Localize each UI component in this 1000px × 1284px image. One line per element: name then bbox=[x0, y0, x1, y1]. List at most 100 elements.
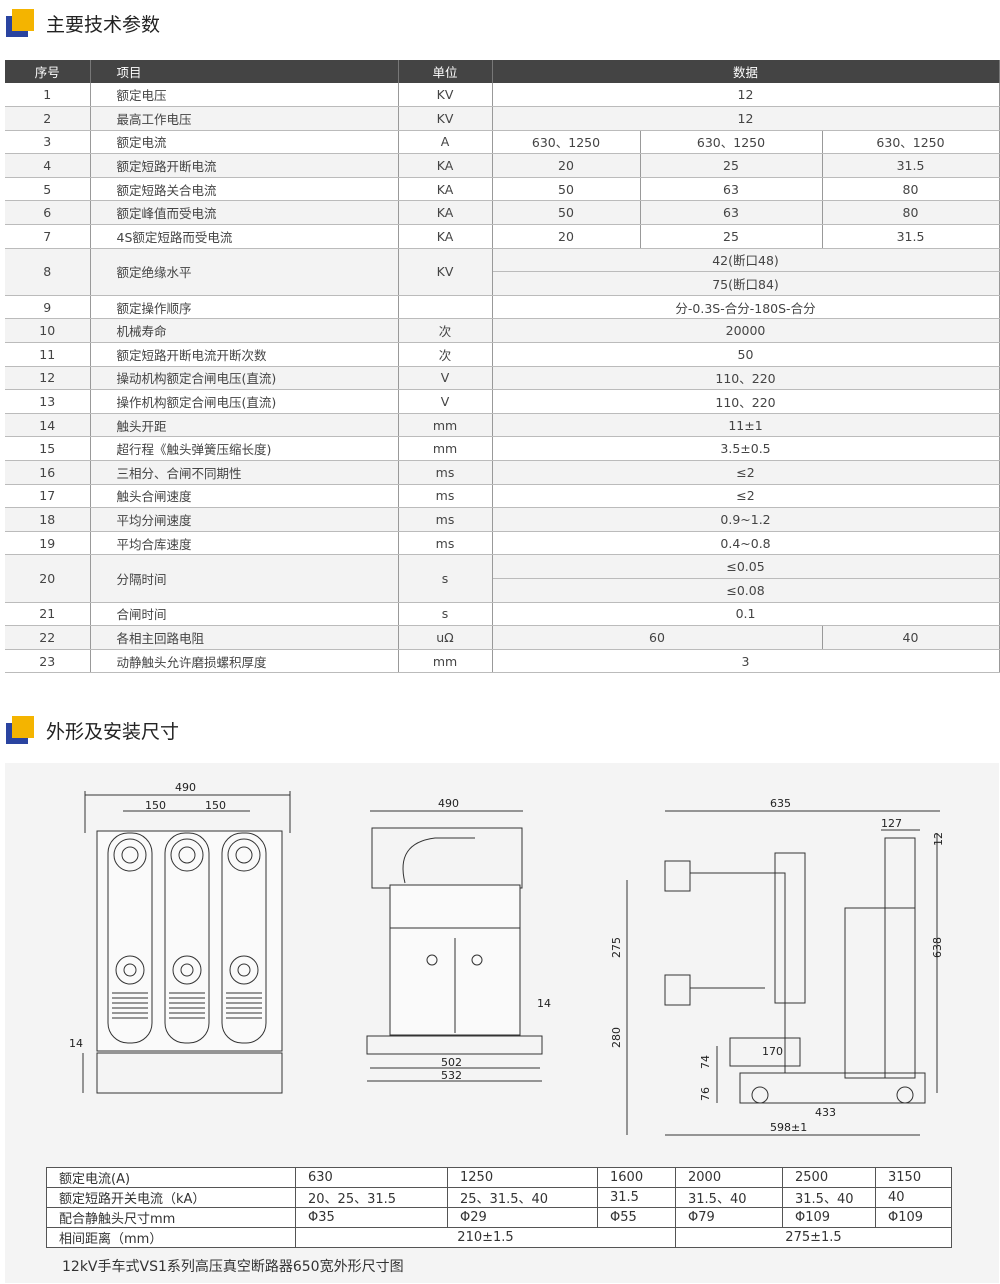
row-unit: ms bbox=[398, 507, 493, 532]
row-item: 合闸时间 bbox=[90, 602, 399, 627]
figure-caption: 12kV手车式VS1系列高压真空断路器650宽外形尺寸图 bbox=[62, 1259, 404, 1275]
dim-label: 490 bbox=[438, 797, 459, 810]
dim-label: 150 bbox=[145, 799, 166, 812]
header-no: 序号 bbox=[5, 60, 91, 83]
section-title: 主要技术参数 bbox=[46, 13, 161, 36]
section-header-specs: 主要技术参数 bbox=[6, 8, 160, 38]
row-unit: ms bbox=[398, 484, 493, 509]
row-number: 16 bbox=[5, 460, 91, 485]
data-value: 110、220 bbox=[492, 366, 1000, 391]
row-label: 额定短路开关电流（kA） bbox=[46, 1187, 296, 1208]
row-number: 4 bbox=[5, 153, 91, 178]
data-value: 50 bbox=[492, 177, 641, 202]
row-item: 操动机构额定合闸电压(直流) bbox=[90, 366, 399, 391]
dim-label: 14 bbox=[69, 1037, 83, 1050]
dim-label: 635 bbox=[770, 797, 791, 810]
dim-label: 170 bbox=[762, 1045, 783, 1058]
data-value: Φ35 bbox=[295, 1207, 448, 1228]
row-number: 22 bbox=[5, 625, 91, 650]
row-unit: uΩ bbox=[398, 625, 493, 650]
dim-label: 598±1 bbox=[770, 1121, 807, 1134]
row-unit: KV bbox=[398, 83, 493, 108]
row-unit: KA bbox=[398, 153, 493, 178]
row-number: 1 bbox=[5, 83, 91, 108]
row-number: 23 bbox=[5, 649, 91, 674]
data-value: 630 bbox=[295, 1167, 448, 1188]
row-number: 13 bbox=[5, 389, 91, 414]
data-value: 75(断口84) bbox=[492, 271, 1000, 296]
row-unit: s bbox=[398, 602, 493, 627]
data-value: 20000 bbox=[492, 318, 1000, 344]
row-number: 12 bbox=[5, 366, 91, 391]
data-value: 20、25、31.5 bbox=[295, 1187, 448, 1208]
row-number: 11 bbox=[5, 342, 91, 367]
row-unit: 次 bbox=[398, 342, 493, 367]
row-item: 最高工作电压 bbox=[90, 106, 399, 131]
row-number: 9 bbox=[5, 295, 91, 320]
section-logo-icon bbox=[6, 9, 36, 37]
row-unit: KA bbox=[398, 177, 493, 202]
row-unit: ms bbox=[398, 531, 493, 556]
data-value: 1250 bbox=[447, 1167, 598, 1188]
row-item: 操作机构额定合闸电压(直流) bbox=[90, 389, 399, 414]
data-value: 630、1250 bbox=[640, 130, 823, 155]
data-value: 0.4~0.8 bbox=[492, 531, 1000, 556]
data-value: 3.5±0.5 bbox=[492, 436, 1000, 461]
row-unit: KV bbox=[398, 248, 493, 296]
data-value: 110、220 bbox=[492, 389, 1000, 414]
row-number: 15 bbox=[5, 436, 91, 461]
row-number: 20 bbox=[5, 554, 91, 603]
data-value: ≤2 bbox=[492, 484, 1000, 509]
data-value: 3 bbox=[492, 649, 1000, 674]
data-value: 80 bbox=[822, 177, 1000, 202]
row-unit: KA bbox=[398, 200, 493, 226]
row-unit: mm bbox=[398, 436, 493, 461]
row-item: 额定电压 bbox=[90, 83, 399, 108]
data-value: 31.5 bbox=[822, 153, 1000, 178]
data-value: 40 bbox=[875, 1187, 952, 1208]
row-unit: s bbox=[398, 554, 493, 603]
dim-label: 14 bbox=[537, 997, 551, 1010]
data-value: ≤0.05 bbox=[492, 554, 1000, 579]
dim-label: 280 bbox=[610, 1027, 623, 1048]
data-value: 3150 bbox=[875, 1167, 952, 1188]
data-value: 0.1 bbox=[492, 602, 1000, 627]
data-value: Φ55 bbox=[597, 1207, 676, 1228]
data-value: 60 bbox=[492, 625, 823, 650]
row-unit: A bbox=[398, 130, 493, 155]
data-value: 31.5 bbox=[822, 224, 1000, 249]
data-value: 210±1.5 bbox=[295, 1227, 676, 1248]
table-row: ≤0.08 bbox=[5, 578, 1000, 603]
data-value: 12 bbox=[492, 106, 1000, 131]
data-value: 50 bbox=[492, 342, 1000, 367]
data-value: 25、31.5、40 bbox=[447, 1187, 598, 1208]
row-unit: ms bbox=[398, 460, 493, 485]
data-value: 31.5 bbox=[597, 1187, 676, 1208]
row-item: 额定绝缘水平 bbox=[90, 248, 399, 296]
row-number: 18 bbox=[5, 507, 91, 532]
section-logo-icon bbox=[6, 716, 36, 744]
dim-label: 127 bbox=[881, 817, 902, 830]
row-item: 三相分、合闸不同期性 bbox=[90, 460, 399, 485]
row-item: 额定操作顺序 bbox=[90, 295, 399, 320]
dim-label: 490 bbox=[175, 781, 196, 794]
data-value: 分-0.3S-合分-180S-合分 bbox=[492, 295, 1000, 320]
middle-view-drawing: 490 14 502 532 bbox=[366, 797, 551, 1082]
section-title: 外形及安装尺寸 bbox=[46, 720, 180, 743]
row-item: 额定短路开断电流开断次数 bbox=[90, 342, 399, 367]
row-unit: mm bbox=[398, 413, 493, 438]
dim-label: 76 bbox=[699, 1087, 712, 1101]
row-number: 8 bbox=[5, 248, 91, 296]
dim-label: 74 bbox=[699, 1055, 712, 1069]
